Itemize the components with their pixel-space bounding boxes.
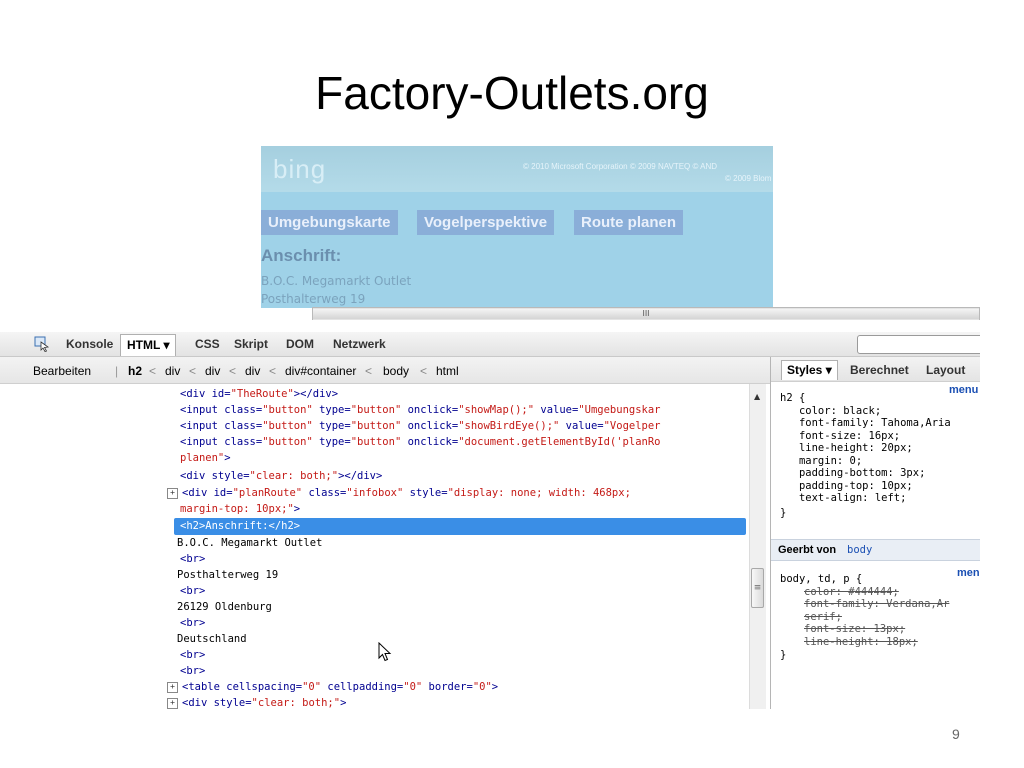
- tab-css[interactable]: CSS: [195, 337, 220, 351]
- tab-netzwerk[interactable]: Netzwerk: [333, 337, 386, 351]
- slide-number: 9: [952, 726, 960, 742]
- webpage-preview: bing © 2010 Microsoft Corporation © 2009…: [261, 146, 773, 308]
- slide-title: Factory-Outlets.org: [315, 67, 709, 119]
- css-line[interactable]: text-align: left;: [780, 492, 907, 504]
- map-copyright-2: © 2009 Blom: [725, 174, 772, 183]
- bing-logo: bing: [273, 154, 327, 184]
- breadcrumb: Bearbeiten | h2 < div < div < div < div#…: [0, 357, 770, 384]
- vertical-scrollbar[interactable]: ▲ ≡: [749, 384, 766, 709]
- breadcrumb-separator: <: [149, 364, 157, 378]
- umgebungskarte-button[interactable]: Umgebungskarte: [261, 210, 398, 235]
- selected-code-line[interactable]: <h2>Anschrift:</h2>: [180, 520, 301, 532]
- mouse-cursor-icon: [378, 641, 392, 666]
- breadcrumb-item-div[interactable]: div: [165, 364, 181, 378]
- route-planen-button[interactable]: Route planen: [574, 210, 684, 235]
- css-line: }: [780, 507, 787, 519]
- selected-node-highlight: [174, 518, 746, 535]
- styles-side-panel: Styles ▾ Berechnet Layout menu h2 { colo…: [770, 357, 980, 709]
- firebug-toolbar: Konsole HTML ▾ CSS Skript DOM Netzwerk: [0, 332, 980, 357]
- tab-berechnet[interactable]: Berechnet: [850, 363, 909, 377]
- css-line[interactable]: margin: 0;: [780, 454, 863, 467]
- expand-icon[interactable]: +: [167, 488, 178, 499]
- edit-button[interactable]: Bearbeiten: [33, 364, 92, 378]
- expand-icon[interactable]: +: [167, 698, 178, 709]
- css-line[interactable]: font-family: Tahoma,Aria: [780, 417, 951, 429]
- code-line[interactable]: Posthalterweg 19: [177, 569, 279, 581]
- overridden-css-line[interactable]: color: #444444;: [804, 585, 899, 598]
- breadcrumb-separator: <: [420, 364, 428, 378]
- stylesheet-link[interactable]: menu: [949, 384, 979, 396]
- scroll-up-icon[interactable]: ▲: [754, 392, 761, 401]
- firebug-panel: Konsole HTML ▾ CSS Skript DOM Netzwerk B…: [0, 320, 980, 709]
- side-panel-tabs: Styles ▾ Berechnet Layout: [771, 357, 980, 382]
- inherited-from-header: Geerbt von body: [771, 539, 980, 561]
- code-line[interactable]: 26129 Oldenburg: [177, 601, 272, 613]
- code-line[interactable]: <input class="button" type="button" oncl…: [180, 420, 661, 432]
- code-line[interactable]: margin-top: 10px;">: [180, 503, 301, 515]
- tab-layout[interactable]: Layout: [926, 363, 966, 377]
- code-line[interactable]: +<div style="clear: both;">: [167, 696, 346, 709]
- toolbar-separator: |: [115, 364, 119, 378]
- css-selector: body, td, p {: [780, 573, 863, 585]
- code-line[interactable]: <br>: [180, 585, 206, 597]
- css-line[interactable]: padding-bottom: 3px;: [780, 467, 926, 479]
- bing-map-header: bing © 2010 Microsoft Corporation © 2009…: [261, 146, 773, 192]
- css-line[interactable]: font-size: 16px;: [780, 429, 901, 442]
- tab-konsole[interactable]: Konsole: [66, 337, 114, 351]
- code-line[interactable]: <br>: [180, 665, 206, 677]
- html-source-pane: <div id="TheRoute"></div> <input class="…: [0, 384, 762, 709]
- code-line[interactable]: <input class="button" type="button" oncl…: [180, 404, 661, 416]
- horizontal-scrollbar[interactable]: III: [312, 307, 980, 321]
- inherited-element-link[interactable]: body: [847, 544, 873, 556]
- breadcrumb-separator: <: [229, 364, 237, 378]
- code-line[interactable]: +<table cellspacing="0" cellpadding="0" …: [167, 680, 498, 694]
- code-line[interactable]: Deutschland: [177, 633, 247, 645]
- scrollbar-thumb[interactable]: ≡: [751, 568, 764, 608]
- inspect-icon[interactable]: [34, 336, 50, 352]
- tab-skript[interactable]: Skript: [234, 337, 269, 351]
- code-line[interactable]: <br>: [180, 553, 206, 565]
- expand-icon[interactable]: +: [167, 682, 178, 693]
- overridden-css-line[interactable]: line-height: 18px;: [804, 635, 918, 648]
- css-line[interactable]: padding-top: 10px;: [780, 479, 913, 492]
- css-line: }: [780, 649, 787, 661]
- search-input[interactable]: [857, 335, 980, 354]
- code-line[interactable]: planen">: [180, 452, 231, 464]
- code-line[interactable]: +<div id="planRoute" class="infobox" sty…: [167, 486, 631, 500]
- code-line[interactable]: <br>: [180, 649, 206, 661]
- breadcrumb-separator: <: [189, 364, 197, 378]
- breadcrumb-separator: <: [269, 364, 277, 378]
- code-line[interactable]: <div style="clear: both;"></div>: [180, 470, 383, 482]
- css-line: h2 {: [780, 392, 806, 404]
- address-heading: Anschrift:: [261, 246, 342, 265]
- code-line[interactable]: <div id="TheRoute"></div>: [180, 388, 339, 400]
- tab-styles[interactable]: Styles ▾: [781, 360, 838, 380]
- scrollbar-thumb[interactable]: III: [313, 309, 979, 319]
- stylesheet-link[interactable]: men: [957, 567, 980, 579]
- css-line[interactable]: line-height: 20px;: [780, 442, 913, 454]
- breadcrumb-item-body[interactable]: body: [383, 364, 410, 378]
- breadcrumb-item-container[interactable]: div#container: [285, 364, 357, 378]
- breadcrumb-item-div[interactable]: div: [245, 364, 261, 378]
- breadcrumb-item-html[interactable]: html: [436, 364, 459, 378]
- inherited-label: Geerbt von: [778, 544, 837, 556]
- css-line[interactable]: color: black;: [780, 404, 882, 417]
- breadcrumb-item-h2[interactable]: h2: [128, 364, 143, 378]
- vogelperspektive-button[interactable]: Vogelperspektive: [417, 210, 555, 235]
- tab-dom[interactable]: DOM: [286, 337, 314, 351]
- breadcrumb-item-div[interactable]: div: [205, 364, 221, 378]
- overridden-css-line[interactable]: font-size: 13px;: [804, 623, 906, 635]
- overridden-css-line[interactable]: font-family: Verdana,Ar: [804, 598, 950, 610]
- address-line: Posthalterweg 19: [261, 292, 366, 306]
- breadcrumb-separator: <: [365, 364, 373, 378]
- overridden-css-line[interactable]: serif;: [804, 610, 842, 623]
- code-line[interactable]: <br>: [180, 617, 206, 629]
- code-line[interactable]: <input class="button" type="button" oncl…: [180, 436, 661, 448]
- address-line: B.O.C. Megamarkt Outlet: [261, 274, 412, 288]
- code-line[interactable]: B.O.C. Megamarkt Outlet: [177, 537, 323, 549]
- map-copyright: © 2010 Microsoft Corporation © 2009 NAVT…: [523, 162, 718, 171]
- tab-html[interactable]: HTML ▾: [120, 334, 177, 356]
